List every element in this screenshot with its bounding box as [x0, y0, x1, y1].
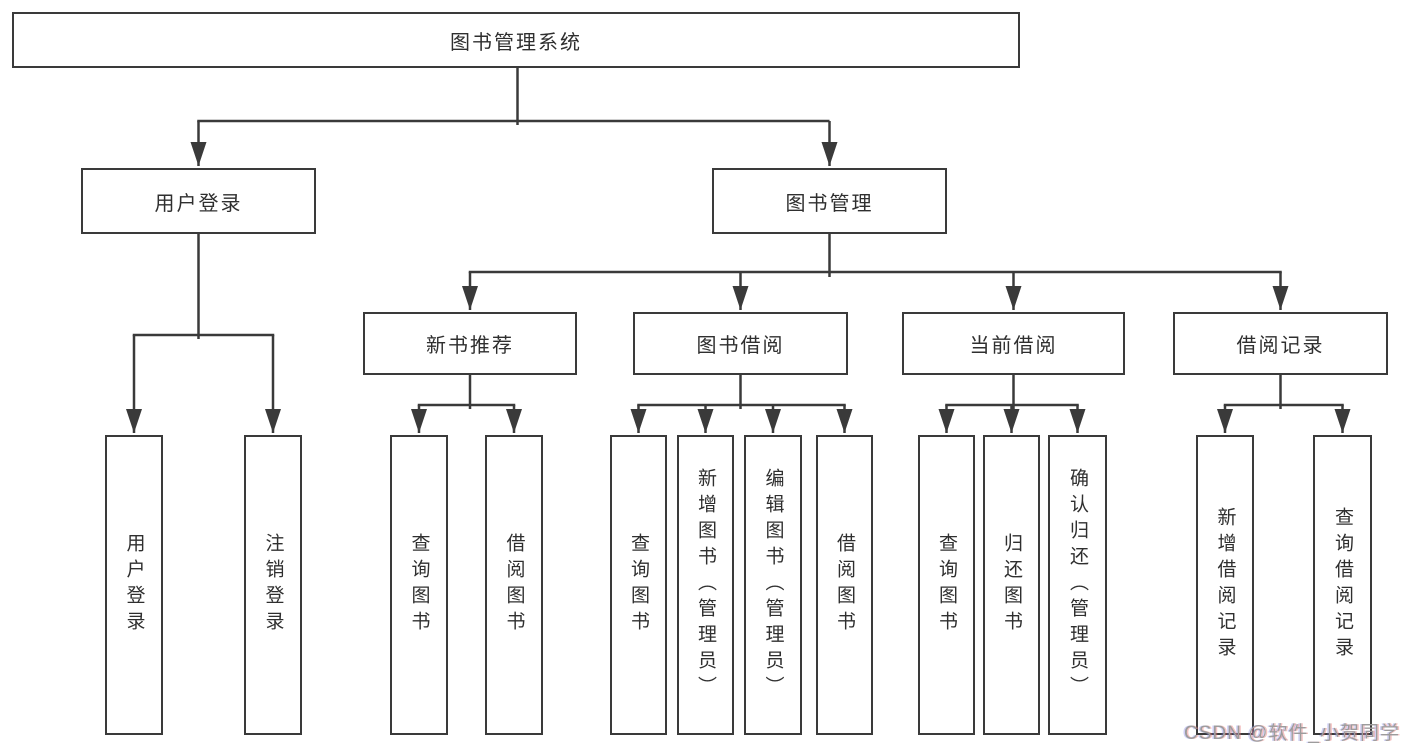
connector-borrowing-records	[1217, 375, 1351, 433]
leaf-records-add-record-label: 新增借阅记录	[1214, 507, 1236, 663]
node-current-borrowing: 当前借阅	[902, 312, 1125, 375]
leaf-logout-login-label: 注销登录	[262, 533, 284, 637]
leaf-records-query-record: 查询借阅记录	[1313, 435, 1372, 735]
csdn-watermark: CSDN @软件_小贺同学	[1184, 723, 1400, 744]
leaf-newrec-query-books-label: 查询图书	[408, 533, 430, 637]
leaf-user-login-label: 用户登录	[123, 533, 145, 637]
leaf-newrec-query-books: 查询图书	[390, 435, 448, 735]
leaf-user-login: 用户登录	[105, 435, 163, 735]
leaf-borrow-add-books-admin-label: 新增图书（管理员）	[695, 468, 716, 702]
node-book-management: 图书管理	[712, 168, 947, 234]
connector-new-book-recommend	[411, 375, 522, 433]
leaf-current-query-books-label: 查询图书	[936, 533, 957, 637]
leaf-borrow-borrow-books: 借阅图书	[816, 435, 873, 735]
node-root: 图书管理系统	[12, 12, 1020, 68]
leaf-borrow-edit-books-admin-label: 编辑图书（管理员）	[762, 468, 784, 702]
leaf-records-query-record-label: 查询借阅记录	[1332, 507, 1353, 663]
node-borrowing-records: 借阅记录	[1173, 312, 1388, 375]
leaf-current-confirm-return-admin-label: 确认归还（管理员）	[1067, 468, 1088, 702]
leaf-newrec-borrow-books-label: 借阅图书	[503, 533, 525, 637]
leaf-borrow-edit-books-admin: 编辑图书（管理员）	[744, 435, 802, 735]
connector-root	[190, 68, 838, 166]
leaf-logout-login: 注销登录	[244, 435, 302, 735]
connector-book-management	[462, 234, 1289, 310]
leaf-records-add-record: 新增借阅记录	[1196, 435, 1254, 735]
leaf-newrec-borrow-books: 借阅图书	[485, 435, 543, 735]
connector-current-borrowing	[938, 375, 1086, 433]
node-new-book-recommend: 新书推荐	[363, 312, 577, 375]
leaf-borrow-borrow-books-label: 借阅图书	[834, 533, 855, 637]
leaf-borrow-query-books: 查询图书	[610, 435, 667, 735]
node-book-borrowing: 图书借阅	[633, 312, 848, 375]
leaf-current-return-books: 归还图书	[983, 435, 1040, 735]
leaf-current-confirm-return-admin: 确认归还（管理员）	[1048, 435, 1107, 735]
leaf-borrow-query-books-label: 查询图书	[628, 533, 649, 637]
leaf-current-query-books: 查询图书	[918, 435, 975, 735]
connector-book-borrowing	[630, 375, 853, 433]
node-user-login: 用户登录	[81, 168, 316, 234]
leaf-borrow-add-books-admin: 新增图书（管理员）	[677, 435, 734, 735]
connector-user-login	[126, 234, 281, 433]
leaf-current-return-books-label: 归还图书	[1001, 533, 1022, 637]
